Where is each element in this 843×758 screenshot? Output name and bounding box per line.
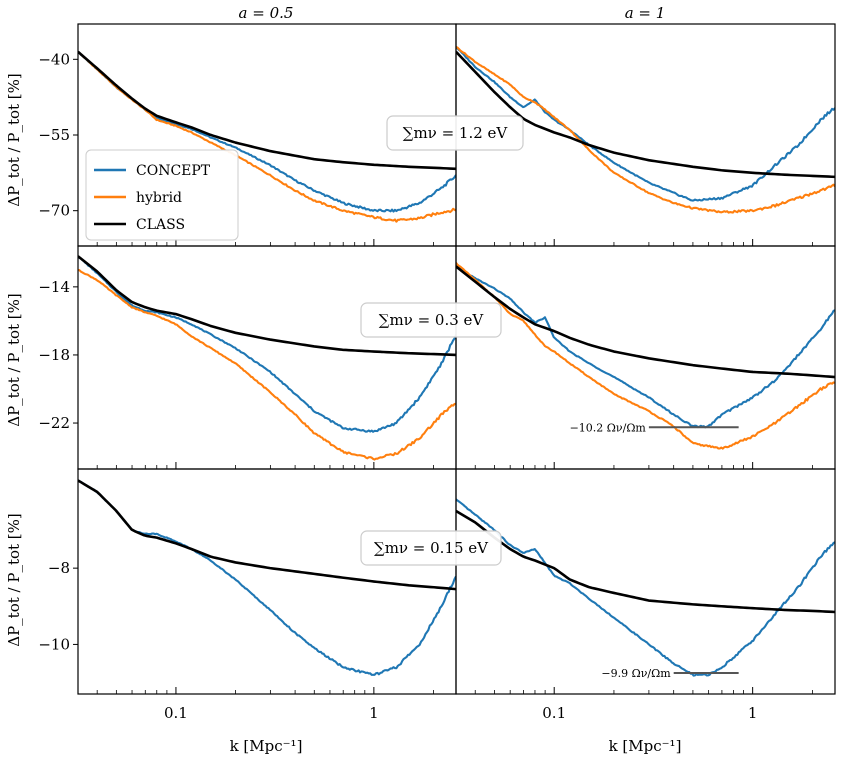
row-label-box-2 [360,302,502,338]
panel-r3-c1 [78,479,456,676]
panel-r1-c2 [456,45,835,214]
y-tick-label: −70 [38,202,70,220]
column-title-right: a = 1 [625,4,666,22]
series-line-class-r2-c2 [456,265,835,379]
series-line-class-r3-c1 [78,479,456,591]
annotation-text-row-3: −9.9 Ων/Ωm [601,667,671,680]
series-line-concept-r3-c2 [456,498,835,677]
y-axis-label-row-3: ΔP_tot / P_tot [%] [5,513,23,647]
x-axis-label-right: k [Mpc⁻¹] [609,737,682,755]
series-line-concept-r1-c2 [456,46,835,202]
series-line-class-r3-c2 [456,509,835,614]
y-tick-label: −8 [48,559,70,577]
overlay-layer: −40 −55 −70 −14 −18 −22 −8 −10 0.1 1 0.1 1 ∑mν = 1.2… [38,23,836,722]
series-line-concept-r2-c2 [456,265,835,429]
x-tick-label: 0.1 [164,704,188,722]
series-line-hybrid-r2-c2 [456,262,835,450]
legend-label-hybrid: hybrid [136,190,182,206]
y-tick-label: −55 [38,126,70,144]
panel-r1-c1 [78,50,456,223]
series-line-class-r2-c1 [78,255,456,357]
y-axis-label-row-2: ΔP_tot / P_tot [%] [5,293,23,427]
y-tick-label: −40 [38,50,70,68]
y-axis-label-row-1: ΔP_tot / P_tot [%] [5,73,23,207]
legend-label-class: CLASS [136,217,185,233]
y-tick-label: −18 [38,346,70,364]
legend-label-concept: CONCEPT [136,163,211,179]
x-tick-label: 0.1 [542,704,566,722]
series-line-hybrid-r1-c2 [456,45,835,214]
axes-frame-r3-c2 [455,468,836,695]
x-axis-label-left: k [Mpc⁻¹] [230,737,303,755]
legend-box [85,149,239,241]
panel-r2-c1 [78,255,456,461]
series-line-class-r1-c1 [78,50,456,171]
annotation-text-row-2: −10.2 Ων/Ωm [570,421,647,434]
y-tick-label: −22 [38,414,70,432]
axes-frame-r2-c1 [77,245,457,470]
x-tick-label: 1 [748,704,758,722]
row-label-3: ∑mν = 0.15 eV [374,539,489,557]
y-tick-label: −10 [38,635,70,653]
row-label-box-3 [360,530,502,566]
series-line-concept-r2-c1 [78,255,456,433]
row-label-2: ∑mν = 0.3 eV [379,311,485,329]
series-line-concept-r3-c1 [78,479,456,676]
axes-frame-r3-c1 [77,468,457,695]
series-line-class-r1-c2 [456,50,835,179]
y-tick-label: −14 [38,278,70,296]
plot-layer [78,45,835,677]
panel-r3-c2 [456,498,835,677]
series-line-hybrid-r2-c1 [78,268,456,461]
row-label-1: ∑mν = 1.2 eV [403,124,509,142]
x-tick-label: 1 [369,704,379,722]
row-label-box-1 [386,115,524,151]
column-title-left: a = 0.5 [239,4,294,22]
panel-r2-c2 [456,262,835,450]
